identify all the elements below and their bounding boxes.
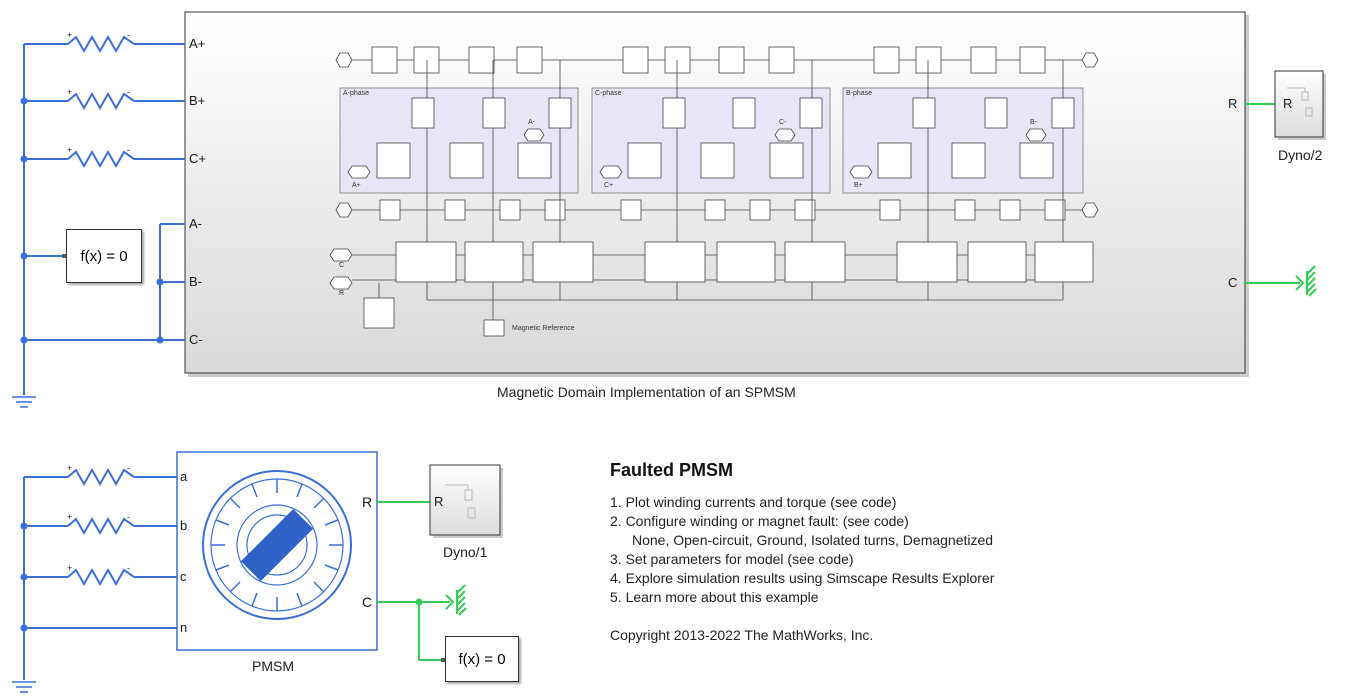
- port-b-minus[interactable]: B-: [189, 274, 202, 289]
- bottom-left-junctions: [20, 522, 28, 632]
- port-r[interactable]: R: [1228, 96, 1238, 111]
- a-phase-label: A-phase: [343, 90, 370, 97]
- inner-schematic: [329, 46, 1099, 337]
- resistor-plus-mark: +: [67, 30, 73, 40]
- resistor-plus-mark: +: [67, 563, 73, 573]
- tag-c: C: [339, 262, 345, 269]
- magnetic-reference-label: Magnetic Reference: [512, 325, 575, 332]
- dyno1-port-r: R: [434, 494, 444, 509]
- info-item-results-explorer[interactable]: 4. Explore simulation results using Sims…: [610, 570, 995, 586]
- resistor-plus-mark: +: [67, 87, 73, 97]
- pmsm-right-wiring: [377, 501, 455, 661]
- goto-c-minus: C-: [779, 119, 787, 126]
- pmsm-port-c-mech[interactable]: C: [362, 594, 373, 610]
- pmsm-port-n[interactable]: n: [180, 620, 188, 635]
- dyno1-label: Dyno/1: [443, 544, 488, 560]
- info-item-learn-more[interactable]: 5. Learn more about this example: [610, 589, 819, 605]
- motor-icon: [202, 470, 352, 620]
- solver-config-block-1[interactable]: f(x) = 0: [66, 229, 142, 283]
- info-item-parameters[interactable]: 3. Set parameters for model (see code): [610, 551, 854, 567]
- c-phase-label: C-phase: [595, 90, 622, 97]
- goto-a-plus: A+: [352, 182, 361, 189]
- port-a-minus[interactable]: A-: [189, 216, 202, 231]
- goto-c-plus: C+: [604, 182, 614, 189]
- port-b-plus[interactable]: B+: [189, 93, 206, 108]
- resistor-plus-mark: +: [67, 463, 73, 473]
- copyright-text: Copyright 2013-2022 The MathWorks, Inc.: [610, 627, 874, 643]
- pmsm-label: PMSM: [252, 658, 294, 674]
- info-title: Faulted PMSM: [610, 460, 734, 480]
- resistor-plus-mark: +: [67, 145, 73, 155]
- info-item-configure-fault[interactable]: 2. Configure winding or magnet fault: (s…: [610, 513, 909, 529]
- pmsm-port-c[interactable]: c: [180, 569, 187, 584]
- solver2-port: [441, 658, 445, 662]
- resistor-pmsm-a: [67, 467, 135, 487]
- solver-config-block-2[interactable]: f(x) = 0: [445, 636, 519, 682]
- resistor-minus-mark: -: [127, 463, 130, 473]
- port-c[interactable]: C: [1228, 275, 1238, 290]
- bottom-left-wiring: [23, 467, 177, 680]
- pmsm-port-r[interactable]: R: [362, 494, 373, 510]
- resistor-pmsm-c: [67, 567, 135, 587]
- dyno2-port-r: R: [1283, 96, 1293, 111]
- resistor-c: [67, 149, 135, 169]
- info-item-plot[interactable]: 1. Plot winding currents and torque (see…: [610, 494, 897, 510]
- ground-icon[interactable]: [12, 681, 36, 693]
- dyno2-label: Dyno/2: [1278, 147, 1323, 163]
- pmsm-c-junction: [415, 598, 423, 606]
- resistor-minus-mark: -: [127, 145, 130, 155]
- dyno2-block[interactable]: [1274, 70, 1326, 140]
- port-a-plus[interactable]: A+: [189, 36, 206, 51]
- resistor-plus-mark: +: [67, 512, 73, 522]
- subsystem-caption: Magnetic Domain Implementation of an SPM…: [497, 384, 796, 400]
- top-right-wiring: [1245, 103, 1305, 291]
- b-phase-label: B-phase: [846, 90, 873, 97]
- tag-r: R: [339, 290, 345, 297]
- resistor-minus-mark: -: [127, 30, 130, 40]
- resistor-a: [67, 34, 135, 54]
- pmsm-port-a[interactable]: a: [180, 469, 188, 484]
- solver1-port: [62, 254, 66, 258]
- resistor-b: [67, 91, 135, 111]
- goto-a-minus: A-: [528, 119, 535, 126]
- dyno1-block[interactable]: [429, 464, 503, 538]
- pmsm-port-b[interactable]: b: [180, 518, 188, 533]
- goto-b-minus: B-: [1030, 119, 1037, 126]
- top-left-junctions: [20, 97, 164, 344]
- port-c-minus[interactable]: C-: [189, 332, 203, 347]
- ground-icon[interactable]: [12, 396, 36, 408]
- resistor-pmsm-b: [67, 516, 135, 536]
- mechanical-reference-icon[interactable]: [456, 584, 467, 616]
- mechanical-reference-icon[interactable]: [1306, 265, 1317, 297]
- port-c-plus[interactable]: C+: [189, 151, 206, 166]
- resistor-minus-mark: -: [127, 87, 130, 97]
- goto-b-plus: B+: [854, 182, 863, 189]
- resistor-minus-mark: -: [127, 563, 130, 573]
- info-item-fault-options[interactable]: None, Open-circuit, Ground, Isolated tur…: [632, 532, 994, 548]
- resistor-minus-mark: -: [127, 512, 130, 522]
